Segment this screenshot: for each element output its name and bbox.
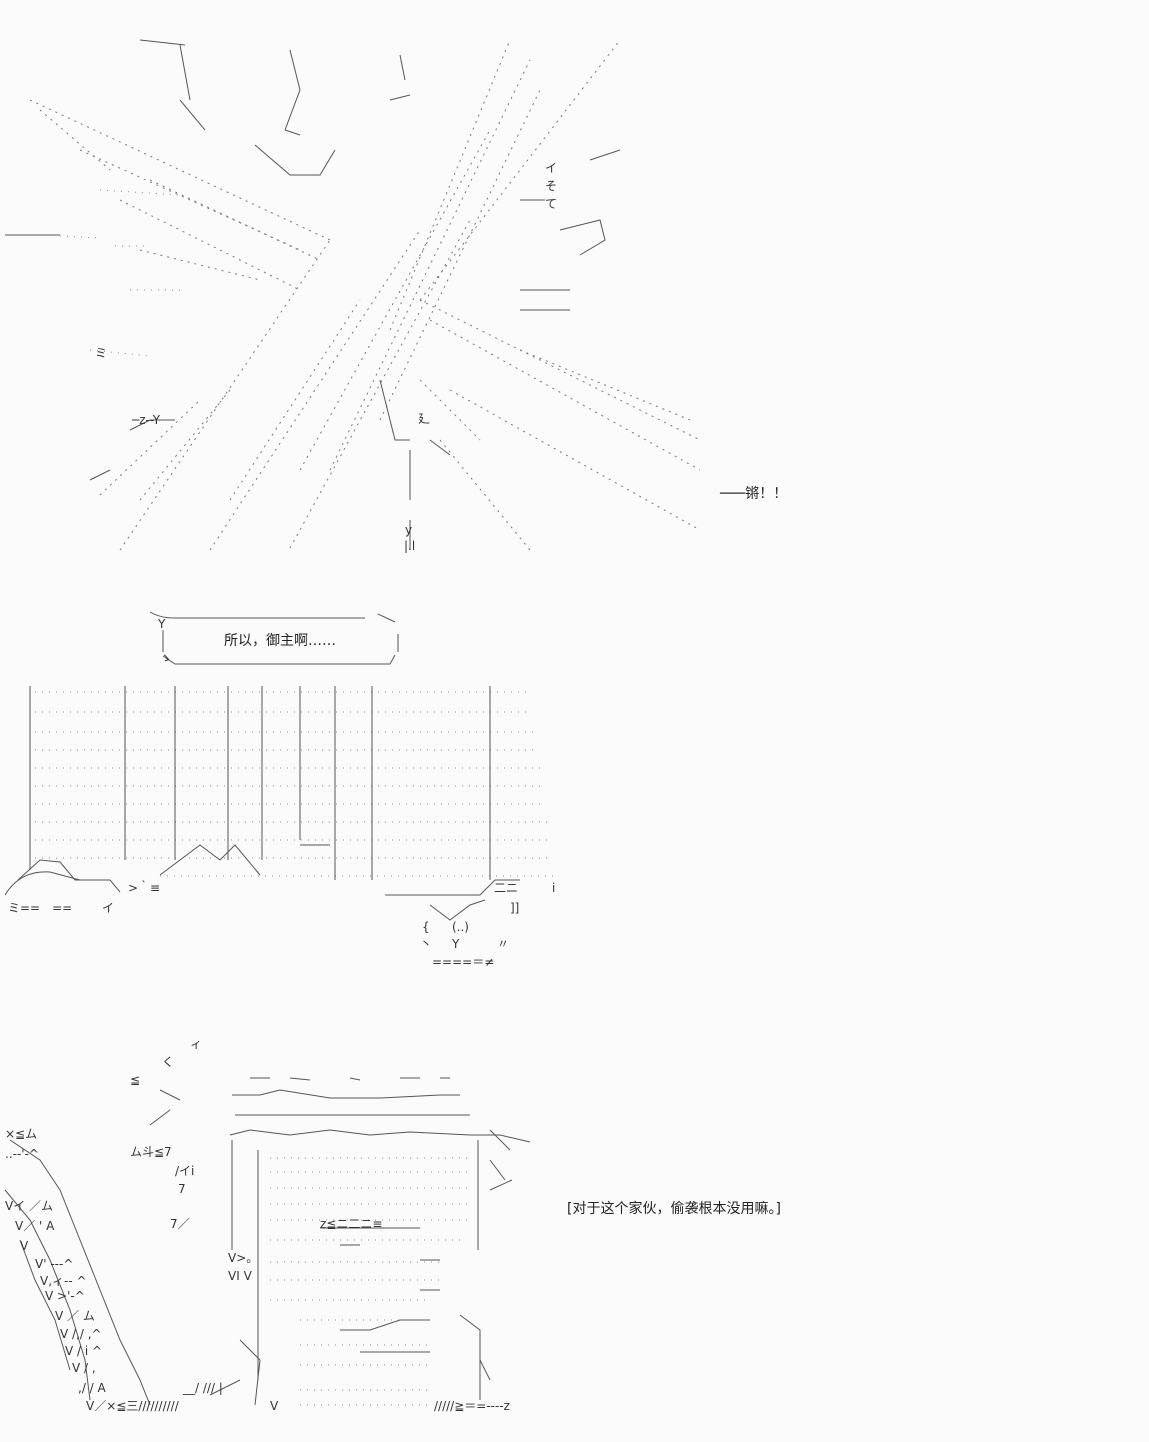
svg-text:i: i [552, 881, 555, 895]
speech-bubble: Y ゝ [149, 611, 399, 665]
svg-text:V／ ' A: V／ ' A [15, 1219, 55, 1233]
svg-text:廴: 廴 [418, 412, 430, 426]
svg-text:ミ: ミ [95, 346, 107, 360]
svg-text:V: V [270, 1399, 279, 1413]
svg-text:V / i ^: V / i ^ [65, 1344, 102, 1358]
svg-text:..--'-^: ..--'-^ [5, 1147, 39, 1161]
narration-text: [对于这个家伙，偷袭根本没用嘛。] [567, 1201, 781, 1217]
svg-text:V /,/ ,^: V /,/ ,^ [60, 1327, 102, 1341]
svg-text:,/ / A: ,/ / A [78, 1381, 107, 1395]
svg-text:]]: ]] [510, 901, 519, 915]
svg-text:(..): (..) [452, 920, 469, 934]
svg-text:7: 7 [178, 1182, 186, 1196]
svg-text:≦: ≦ [130, 1073, 140, 1087]
svg-text:V: V [20, 1239, 29, 1253]
svg-text://///≧＝=----z: /////≧＝=----z [434, 1399, 510, 1413]
svg-text:z≦ニ二ニ≡: z≦ニ二ニ≡ [320, 1217, 382, 1231]
bottom-figure: ィ く ≦ [4, 1037, 531, 1413]
svg-text:イ: イ [102, 901, 114, 915]
svg-text:二ニ: 二ニ [494, 881, 518, 895]
svg-text:ィ: ィ [190, 1037, 202, 1051]
svg-text:ム斗≦7: ム斗≦7 [130, 1145, 172, 1159]
svg-text:V ／ ム: V ／ ム [55, 1309, 95, 1323]
svg-text:====＝≠: ====＝≠ [432, 955, 494, 969]
svg-text:Y: Y [451, 937, 460, 951]
clash-speed-lines: ─z--Y ミ イ そ て 廴 y |.l [5, 39, 701, 553]
svg-text:く: く [162, 1055, 174, 1069]
svg-text:ゝ: ゝ [160, 651, 172, 665]
svg-text:V >'-^: V >'-^ [45, 1289, 85, 1303]
svg-text:7／: 7／ [170, 1217, 190, 1231]
svg-text:×≦ム: ×≦ム [5, 1127, 37, 1141]
svg-text:/イi: /イi [175, 1164, 194, 1178]
svg-text:{: { [422, 920, 430, 934]
svg-text:V>。: V>。 [228, 1251, 258, 1265]
svg-text:Vイ ／ム: Vイ ／ム [5, 1199, 53, 1213]
svg-text:y: y [405, 523, 412, 537]
svg-text:V' ---^: V' ---^ [35, 1257, 73, 1271]
svg-text:ミ== ==: ミ== == [8, 901, 72, 915]
svg-text:丶: 丶 [420, 937, 432, 951]
svg-text:イ: イ [545, 161, 557, 175]
svg-text:V／×≦三//////////: V／×≦三////////// [86, 1399, 180, 1413]
svg-text:て: て [545, 197, 557, 211]
speech-bubble-text: 所以，御主啊…… [224, 633, 336, 649]
svg-text:V,ィ-- ^: V,ィ-- ^ [40, 1274, 87, 1288]
svg-text:Y: Y [157, 617, 166, 631]
svg-text:〃: 〃 [497, 937, 509, 951]
svg-text:|.l: |.l [404, 539, 415, 553]
svg-text:V / ,: V / , [72, 1361, 96, 1375]
svg-text:__/ /// |: __/ /// | [182, 1381, 223, 1395]
svg-text:VI V: VI V [228, 1269, 253, 1283]
svg-text:─z--Y: ─z--Y [131, 413, 161, 427]
svg-text:そ: そ [545, 179, 557, 193]
exclamation-text: ───锵！！ [720, 486, 788, 502]
svg-text:>｀≡: >｀≡ [128, 879, 160, 895]
dotted-figure-block: ミ== == イ >｀≡ 二ニ ]] i { (..) 丶 Y 〃 ====＝≠ [4, 686, 555, 969]
